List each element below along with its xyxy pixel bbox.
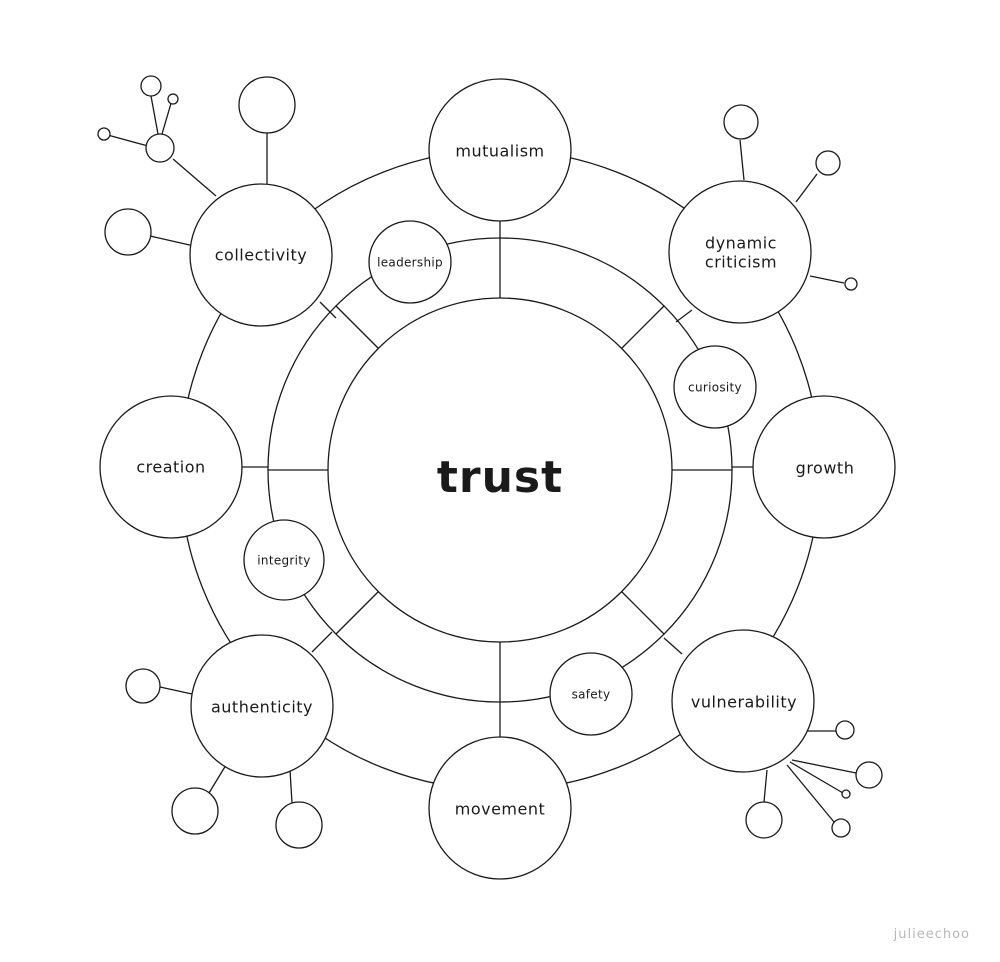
branch-leaf bbox=[841, 789, 851, 799]
branch-line bbox=[791, 759, 857, 774]
outer-label-collectivity: collectivity bbox=[215, 246, 308, 265]
link-top-left bbox=[319, 301, 337, 319]
branch-leaf bbox=[167, 93, 179, 105]
center-label: trust bbox=[437, 452, 563, 503]
branch-line bbox=[289, 769, 293, 804]
outer-node-movement bbox=[428, 736, 572, 880]
branch-leaf bbox=[745, 801, 783, 839]
branch-leaf bbox=[835, 720, 855, 740]
branch-line bbox=[809, 275, 845, 284]
spoke-top-left bbox=[335, 305, 379, 349]
branch-leaf bbox=[275, 801, 323, 849]
outer-label-authenticity: authenticity bbox=[211, 698, 313, 717]
branch-leaf bbox=[171, 787, 219, 835]
outer-label-creation: creation bbox=[136, 458, 205, 477]
link-bottom-right bbox=[663, 637, 683, 655]
outer-node-vulnerability bbox=[671, 629, 815, 773]
branch-line bbox=[789, 761, 844, 794]
inner-label-curiosity: curiosity bbox=[688, 381, 742, 395]
branch-line bbox=[763, 769, 768, 803]
branch-line bbox=[795, 173, 818, 203]
inner-node-safety bbox=[549, 652, 633, 736]
branch-leaf bbox=[855, 761, 883, 789]
outer-label-dynamic-criticism-line1: dynamic bbox=[705, 234, 777, 253]
branch-leaf bbox=[97, 127, 111, 141]
branch-line bbox=[786, 764, 835, 823]
branch-line bbox=[172, 158, 217, 197]
outer-label-mutualism: mutualism bbox=[455, 142, 544, 161]
outer-label-movement: movement bbox=[455, 800, 546, 819]
outer-node-collectivity bbox=[189, 183, 333, 327]
branch-leaf bbox=[723, 104, 759, 140]
branch-line bbox=[208, 764, 227, 794]
branch-leaf bbox=[104, 208, 152, 256]
inner-label-integrity: integrity bbox=[257, 554, 310, 568]
outer-label-vulnerability: vulnerability bbox=[691, 693, 797, 712]
inner-label-safety: safety bbox=[572, 688, 611, 702]
inner-label-leadership: leadership bbox=[377, 256, 443, 270]
outer-node-authenticity bbox=[190, 634, 334, 778]
branch-leaf bbox=[831, 818, 851, 838]
outer-node-dynamic-criticism bbox=[668, 180, 812, 324]
outer-node-growth bbox=[752, 395, 896, 539]
credit-signature: julieechoo bbox=[893, 927, 970, 942]
inner-node-leadership bbox=[368, 220, 452, 304]
branch-line bbox=[739, 139, 745, 181]
inner-node-integrity bbox=[243, 519, 325, 601]
outer-label-dynamic-criticism-line2: criticism bbox=[705, 253, 777, 272]
branch-leaf bbox=[140, 75, 162, 97]
branch-line bbox=[159, 686, 193, 695]
branch-line bbox=[150, 95, 159, 135]
spoke-bottom-right bbox=[621, 591, 665, 635]
link-bottom-left bbox=[311, 631, 333, 653]
center-node bbox=[327, 297, 673, 643]
branch-leaf bbox=[238, 76, 296, 134]
link-top-right bbox=[675, 309, 693, 323]
inner-node-curiosity bbox=[673, 345, 757, 429]
branch-line bbox=[103, 133, 149, 147]
branch-leaf bbox=[145, 133, 175, 163]
outer-label-growth: growth bbox=[796, 459, 855, 478]
branch-line bbox=[149, 235, 195, 247]
spoke-bottom-left bbox=[335, 591, 379, 635]
branch-leaf bbox=[844, 277, 858, 291]
branch-leaf bbox=[815, 150, 841, 176]
outer-node-mutualism bbox=[428, 78, 572, 222]
branch-line bbox=[161, 99, 173, 135]
branch-leaf bbox=[125, 668, 161, 704]
spoke-top-right bbox=[621, 305, 665, 349]
outer-node-creation bbox=[99, 395, 243, 539]
